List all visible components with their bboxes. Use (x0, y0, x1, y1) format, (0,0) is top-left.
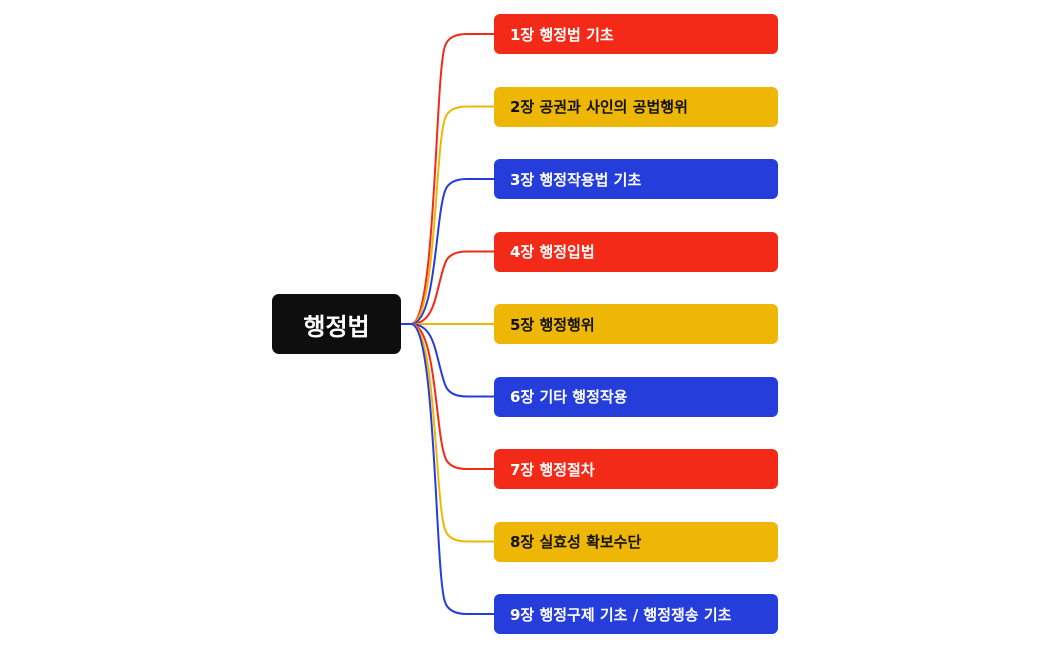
connector-line-8 (410, 323, 494, 543)
subtopic-label: 3장 행정작용법 기초 (510, 170, 642, 189)
subtopic-8[interactable]: 8장 실효성 확보수단 (494, 521, 778, 562)
connector-line-3 (410, 178, 494, 325)
connector-line-6 (410, 323, 494, 398)
subtopic-1[interactable]: 1장 행정법 기초 (494, 14, 778, 54)
subtopic-label: 7장 행정절차 (510, 460, 595, 479)
root-topic[interactable]: 행정법 (272, 294, 401, 354)
subtopic-2[interactable]: 2장 공권과 사인의 공법행위 (494, 86, 778, 127)
connector-line-2 (410, 105, 494, 325)
subtopic-9[interactable]: 9장 행정구제 기초 / 행정쟁송 기초 (494, 594, 778, 634)
subtopic-label: 8장 실효성 확보수단 (510, 533, 642, 551)
subtopic-7[interactable]: 7장 행정절차 (494, 449, 778, 489)
root-topic-label: 행정법 (303, 312, 370, 341)
subtopic-label: 4장 행정입법 (510, 243, 595, 261)
subtopic-5[interactable]: 5장 행정행위 (494, 304, 778, 344)
subtopic-label: 6장 기타 행정작용 (510, 388, 628, 406)
connector-line-7 (410, 323, 494, 470)
subtopic-label: 9장 행정구제 기초 / 행정쟁송 기초 (510, 605, 732, 624)
subtopic-4[interactable]: 4장 행정입법 (494, 231, 778, 272)
subtopic-label: 1장 행정법 기초 (510, 25, 614, 44)
subtopic-label: 2장 공권과 사인의 공법행위 (510, 98, 688, 116)
connector-line-1 (410, 33, 494, 325)
subtopic-label: 5장 행정행위 (510, 315, 595, 334)
connector-line-4 (410, 250, 494, 325)
subtopic-6[interactable]: 6장 기타 행정작용 (494, 376, 778, 417)
connector-line-9 (410, 323, 494, 615)
subtopic-3[interactable]: 3장 행정작용법 기초 (494, 159, 778, 199)
